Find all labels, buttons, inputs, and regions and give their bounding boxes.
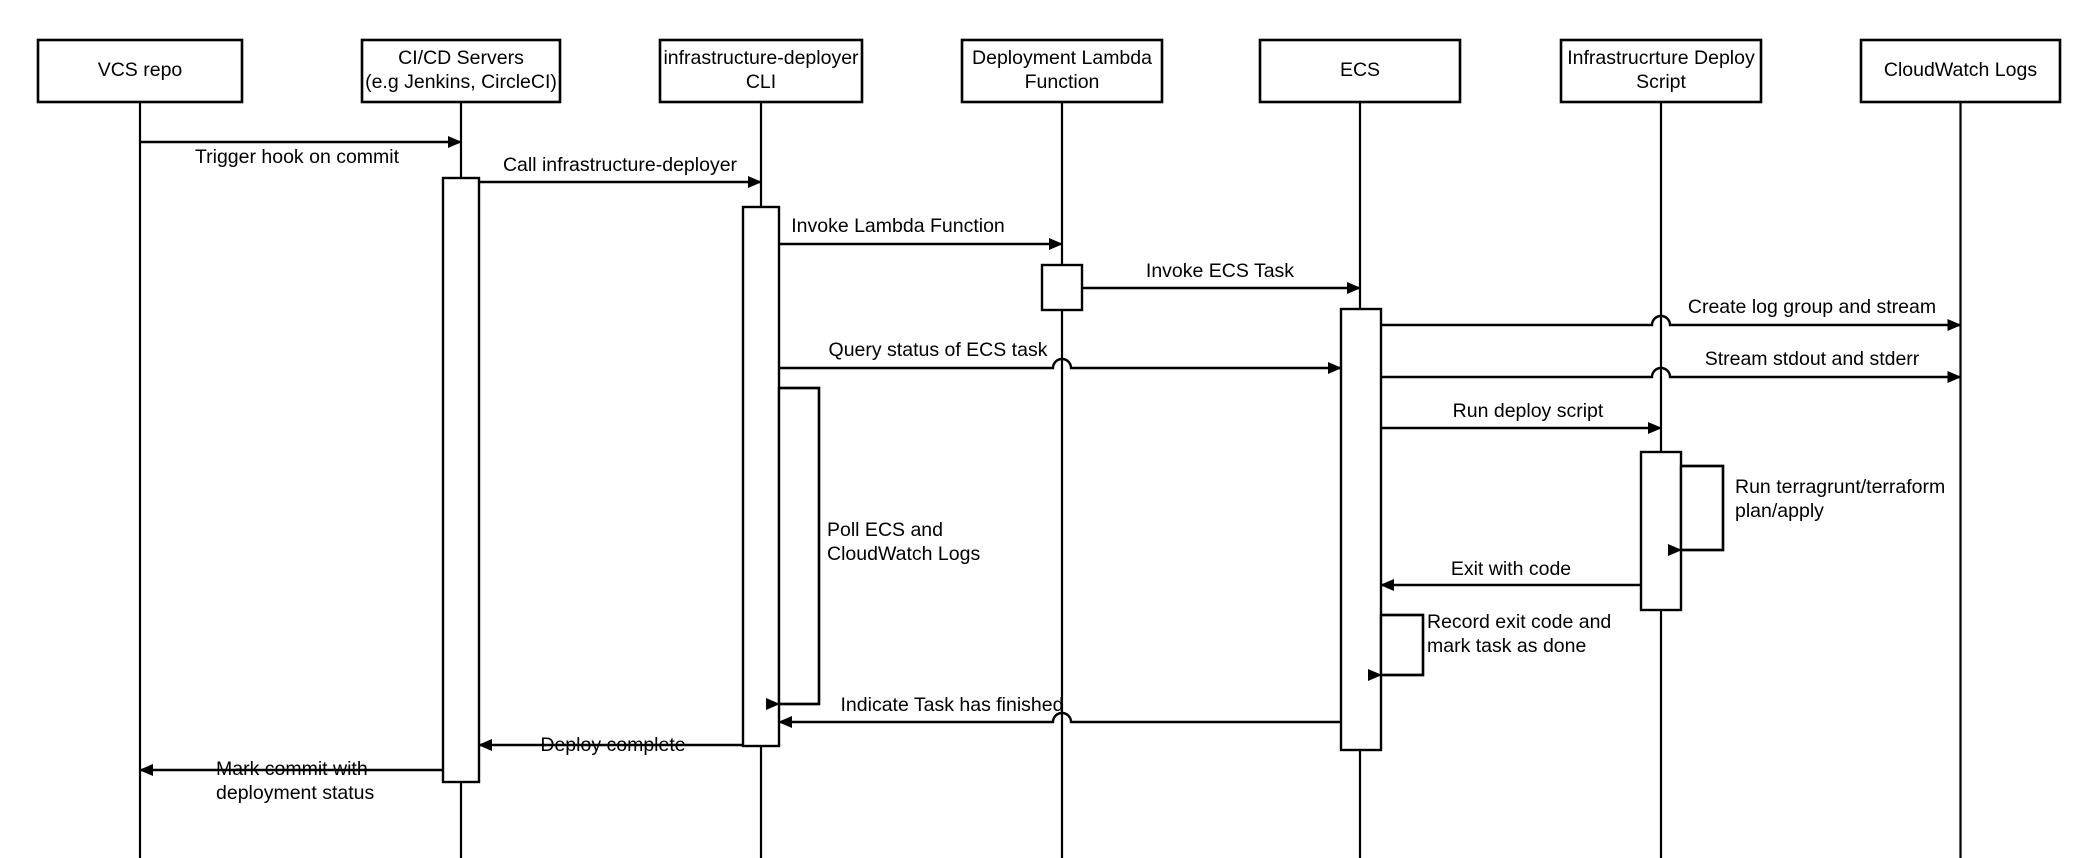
- participant-label-lambda: Deployment Lambda: [972, 47, 1152, 69]
- participant-box-cli: [658, 38, 864, 104]
- message-label-m5: Create log group and stream: [1688, 296, 1936, 318]
- messages-group: [139, 136, 1962, 776]
- participant-label-lambda: Function: [1025, 71, 1100, 93]
- message-arrow-m5: [1381, 314, 1962, 331]
- self-message-label-sl-record: Record exit code and: [1427, 611, 1611, 633]
- participant-box-script: [1559, 38, 1763, 104]
- participant-box-lambda: [960, 38, 1164, 104]
- self-message-arrow-m9: [1668, 464, 1725, 556]
- message-m13[interactable]: [778, 711, 1341, 728]
- message-label-m7: Stream stdout and stderr: [1705, 348, 1920, 370]
- message-label-ml-mark: deployment status: [216, 782, 375, 804]
- message-arrow-m7: [1381, 366, 1962, 383]
- participant-vcs[interactable]: VCS repo: [36, 38, 244, 104]
- message-arrow-m13: [778, 711, 1341, 728]
- message-label-m14: Deploy complete: [540, 734, 685, 756]
- activation-act-cli: [741, 205, 781, 748]
- message-label-ml-mark: Mark commit with: [216, 758, 368, 780]
- participant-label-vcs: VCS repo: [98, 59, 183, 81]
- activations-group: [441, 176, 1725, 784]
- message-m12[interactable]: [766, 386, 821, 710]
- participant-ecs[interactable]: ECS: [1258, 38, 1462, 104]
- participant-label-cloudwatch: CloudWatch Logs: [1884, 59, 2037, 81]
- participant-box-vcs: [36, 38, 244, 104]
- participant-box-cicd: [360, 38, 562, 104]
- activation-act-script: [1639, 450, 1683, 612]
- message-label-m4: Invoke ECS Task: [1146, 260, 1294, 282]
- message-label-m10: Exit with code: [1451, 558, 1571, 580]
- message-label-m3: Invoke Lambda Function: [791, 215, 1005, 237]
- participant-label-cicd: CI/CD Servers: [398, 47, 524, 69]
- activation-act-cli-self: [777, 386, 821, 706]
- participant-box-ecs: [1258, 38, 1462, 104]
- participant-label-cli: infrastructure-deployer: [663, 47, 859, 69]
- message-m11[interactable]: [1368, 613, 1425, 681]
- participant-box-cloudwatch: [1859, 38, 2062, 104]
- activation-act-ecs: [1339, 307, 1383, 752]
- participant-label-script: Infrastrucrture Deploy: [1567, 47, 1755, 69]
- message-label-m1: Trigger hook on commit: [195, 146, 400, 168]
- message-m7[interactable]: [1381, 366, 1962, 383]
- self-message-arrow-m12: [766, 386, 821, 710]
- participant-cicd[interactable]: CI/CD Servers(e.g Jenkins, CircleCI): [360, 38, 562, 104]
- activation-act-script-self: [1679, 464, 1725, 552]
- participant-label-cli: CLI: [746, 71, 776, 93]
- self-message-arrow-m11: [1368, 613, 1425, 681]
- activation-act-lambda: [1040, 263, 1084, 312]
- activation-act-cicd: [441, 176, 481, 784]
- message-label-m8: Run deploy script: [1453, 400, 1604, 422]
- message-label-m6: Query status of ECS task: [829, 339, 1048, 361]
- message-label-m2: Call infrastructure-deployer: [503, 154, 738, 176]
- activation-act-ecs-self: [1379, 613, 1425, 677]
- message-labels-group: Trigger hook on commit Call infrastructur…: [195, 146, 1945, 804]
- message-m5[interactable]: [1381, 314, 1962, 331]
- message-m9[interactable]: [1668, 464, 1725, 556]
- participant-cloudwatch[interactable]: CloudWatch Logs: [1859, 38, 2062, 104]
- message-label-m13: Indicate Task has finished: [841, 694, 1064, 716]
- self-message-label-sl-terra: plan/apply: [1735, 500, 1824, 522]
- participant-label-cicd: (e.g Jenkins, CircleCI): [365, 71, 557, 93]
- self-message-label-sl-poll: Poll ECS and: [827, 519, 943, 541]
- participant-label-script: Script: [1636, 71, 1686, 93]
- participant-label-ecs: ECS: [1340, 59, 1380, 81]
- message-arrow-m6: [779, 357, 1342, 374]
- message-m6[interactable]: [779, 357, 1342, 374]
- self-message-label-sl-terra: Run terragrunt/terraform: [1735, 476, 1945, 498]
- participants-group: VCS repo CI/CD Servers(e.g Jenkins, Circl…: [36, 38, 2062, 104]
- self-message-label-sl-poll: CloudWatch Logs: [827, 543, 980, 565]
- self-message-label-sl-record: mark task as done: [1427, 635, 1586, 657]
